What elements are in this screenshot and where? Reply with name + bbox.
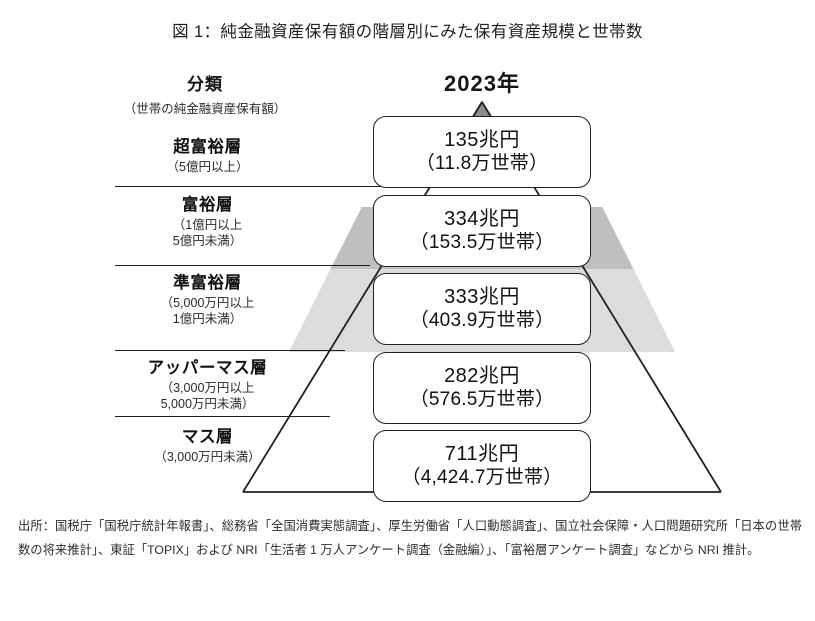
tier-name: マス層 [181,428,234,446]
tier-label-semi-affluent: 準富裕層 （5,000万円以上 1億円未満） [75,274,340,327]
tier-label-affluent: 富裕層 （1億円以上 5億円未満） [75,196,340,249]
value-box-mass: 711兆円 （4,424.7万世帯） [373,430,591,502]
value-households: （4,424.7万世帯） [401,466,563,488]
year-heading: 2023年 [444,71,520,96]
tier-label-upper-mass: アッパーマス層 （3,000万円以上 5,000万円未満） [75,359,340,412]
value-box-semi-affluent: 333兆円 （403.9万世帯） [373,273,591,345]
tier-name: アッパーマス層 [147,359,268,377]
tier-name: 準富裕層 [173,274,242,292]
value-households: （403.9万世帯） [409,309,555,331]
tier-range: （3,000万円以上 5,000万円未満） [160,381,255,412]
value-amount: 711兆円 [444,443,520,466]
pyramid-chart: 分類 （世帯の純金融資産保有額） 2023年 超富裕層 （5億円以上） 富裕層 … [0,62,815,502]
tier-range: （1億円以上 5億円未満） [172,218,243,249]
value-households: （153.5万世帯） [409,231,555,253]
value-households: （11.8万世帯） [415,152,549,174]
value-households: （576.5万世帯） [409,388,555,410]
classification-heading-main: 分類 [187,75,223,94]
value-amount: 282兆円 [444,365,520,388]
source-note: 出所：国税庁「国税庁統計年報書」、総務省「全国消費実態調査」、厚生労働省「人口動… [18,519,802,557]
tier-name: 超富裕層 [173,138,242,156]
tier-range: （5,000万円以上 1億円未満） [160,296,255,327]
value-amount: 333兆円 [444,286,520,309]
value-amount: 135兆円 [444,129,520,152]
tier-range: （3,000万円未満） [154,450,261,465]
classification-heading-sub: （世帯の純金融資産保有額） [123,102,287,116]
tier-label-mass: マス層 （3,000万円未満） [75,428,340,465]
value-box-affluent: 334兆円 （153.5万世帯） [373,195,591,267]
tier-name: 富裕層 [181,196,234,214]
tier-divider-4 [115,416,330,417]
value-box-upper-mass: 282兆円 （576.5万世帯） [373,352,591,424]
tier-divider-2 [115,265,370,266]
value-amount: 334兆円 [444,208,520,231]
tier-label-super-affluent: 超富裕層 （5億円以上） [75,138,340,175]
tier-divider-3 [115,350,345,351]
classification-heading: 分類 （世帯の純金融資産保有額） [60,70,350,117]
tier-range: （5億円以上） [166,160,249,175]
tier-divider-1 [115,186,385,187]
value-box-super-affluent: 135兆円 （11.8万世帯） [373,116,591,188]
page-title: 図 1：純金融資産保有額の階層別にみた保有資産規模と世帯数 [172,23,643,41]
